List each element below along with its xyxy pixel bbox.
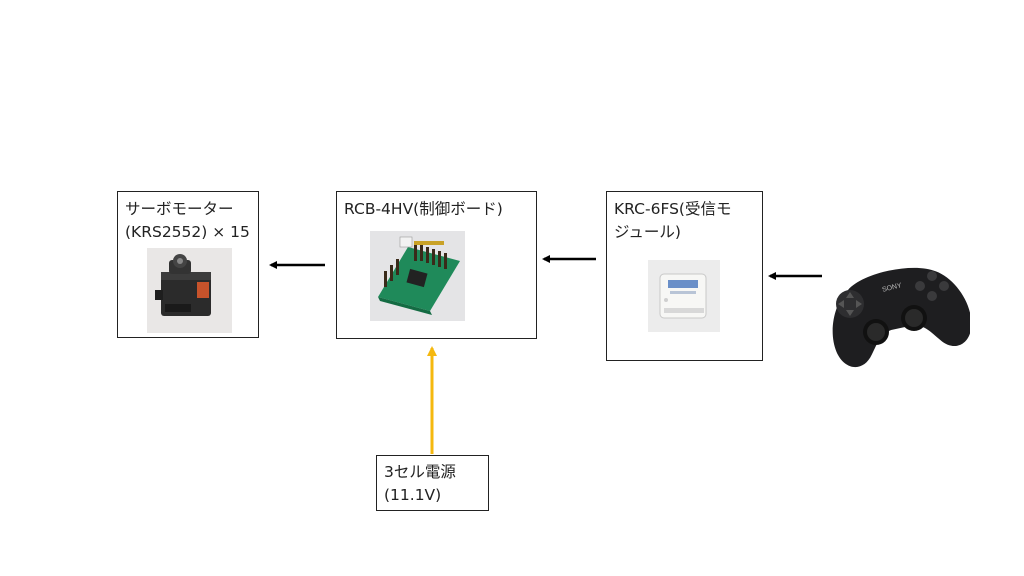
servo-motor-image (147, 248, 232, 333)
power-supply-title-line2: (11.1V) (384, 486, 442, 504)
power-supply-box: 3セル電源 (11.1V) (376, 455, 489, 511)
control-board-image (370, 231, 465, 321)
control-board-title: RCB-4HV(制御ボード) (344, 200, 503, 218)
receiver-module-image (648, 260, 720, 332)
receiver-module-title-line1: KRC-6FS(受信モ (614, 200, 732, 218)
control-board-box: RCB-4HV(制御ボード) (336, 191, 537, 339)
servo-motor-subtitle: (KRS2552) × 15 (125, 223, 250, 241)
servo-motor-title: サーボモーター (125, 200, 234, 218)
game-controller-image: SONY (832, 267, 970, 368)
servo-motor-box: サーボモーター (KRS2552) × 15 (117, 191, 259, 338)
receiver-module-box: KRC-6FS(受信モ ジュール) (606, 191, 763, 361)
controller-brand: SONY (882, 282, 903, 294)
receiver-module-title-line2: ジュール) (614, 223, 681, 241)
power-supply-title-line1: 3セル電源 (384, 463, 456, 481)
